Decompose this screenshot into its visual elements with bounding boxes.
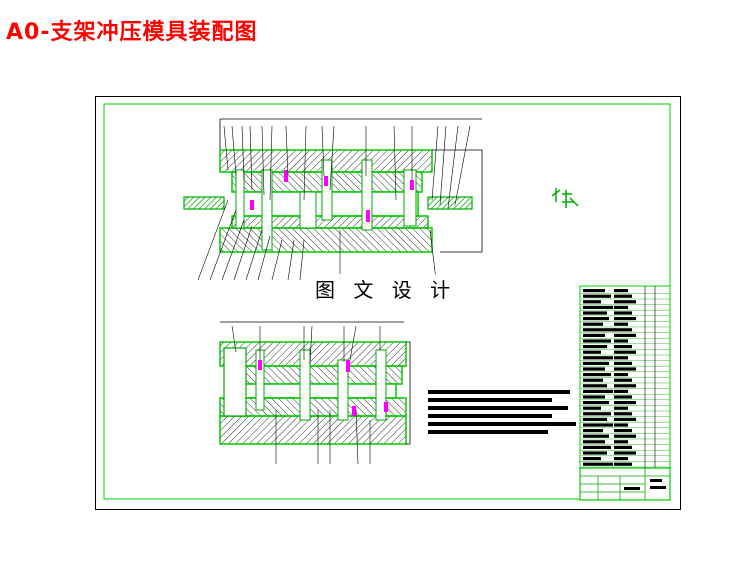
parts-row-material <box>614 406 628 410</box>
parts-row <box>583 367 605 371</box>
parts-row <box>583 451 607 455</box>
parts-row-material <box>614 412 632 416</box>
parts-row <box>583 406 601 410</box>
parts-row <box>583 457 601 461</box>
parts-row-material <box>614 289 628 293</box>
parts-row-material <box>614 373 628 377</box>
parts-row <box>583 300 601 304</box>
parts-row-material <box>614 440 628 444</box>
parts-row <box>583 445 611 449</box>
parts-row-material <box>614 294 632 298</box>
parts-row <box>583 389 613 393</box>
parts-row-material <box>614 345 632 349</box>
parts-row-material <box>614 333 636 337</box>
parts-row <box>583 412 611 416</box>
watermark: 图 文 设 计 <box>313 274 459 303</box>
parts-row <box>583 305 613 309</box>
parts-row-material <box>614 317 636 321</box>
parts-row-material <box>614 322 628 326</box>
parts-row <box>583 401 609 405</box>
parts-row-material <box>614 395 632 399</box>
parts-row <box>583 440 605 444</box>
parts-row <box>583 429 603 433</box>
parts-row-material <box>614 445 632 449</box>
page-title: A0-支架冲压模具装配图 <box>6 20 258 45</box>
parts-row <box>583 339 611 343</box>
parts-row-material <box>614 423 628 427</box>
parts-row-material <box>614 429 632 433</box>
parts-row-material <box>614 451 636 455</box>
parts-row-material <box>614 356 628 360</box>
parts-row-material <box>614 457 628 461</box>
parts-row-material <box>614 417 636 421</box>
parts-row-material <box>614 434 636 438</box>
parts-row <box>583 294 611 298</box>
parts-row-material <box>614 384 636 388</box>
parts-row <box>583 384 607 388</box>
technical-requirements <box>428 390 576 434</box>
parts-row <box>583 417 607 421</box>
parts-row <box>583 395 605 399</box>
parts-row-material <box>614 305 628 309</box>
parts-row-material <box>614 401 636 405</box>
green-note <box>551 188 579 208</box>
parts-row-material <box>614 300 636 304</box>
parts-row <box>583 322 603 326</box>
parts-row <box>583 423 613 427</box>
parts-row <box>583 434 609 438</box>
parts-row <box>583 328 615 332</box>
parts-row-material <box>614 361 632 365</box>
parts-row <box>583 333 605 337</box>
parts-row <box>583 350 601 354</box>
parts-row-material <box>614 389 628 393</box>
parts-row <box>583 462 613 466</box>
main-section-view <box>183 118 483 281</box>
parts-row-material <box>614 311 632 315</box>
parts-row <box>583 356 613 360</box>
parts-row-material <box>614 339 628 343</box>
title-block <box>579 467 671 501</box>
lower-section-view <box>219 321 411 465</box>
parts-row-material <box>614 462 632 466</box>
parts-row-material <box>614 328 632 332</box>
parts-row <box>583 289 605 293</box>
parts-row-material <box>614 367 636 371</box>
parts-row <box>583 345 607 349</box>
parts-row-material <box>614 378 632 382</box>
parts-list <box>579 285 671 469</box>
parts-row <box>583 373 611 377</box>
parts-row <box>583 361 609 365</box>
parts-row <box>583 311 607 315</box>
parts-row <box>583 378 603 382</box>
parts-row-material <box>614 350 636 354</box>
parts-row <box>583 317 609 321</box>
